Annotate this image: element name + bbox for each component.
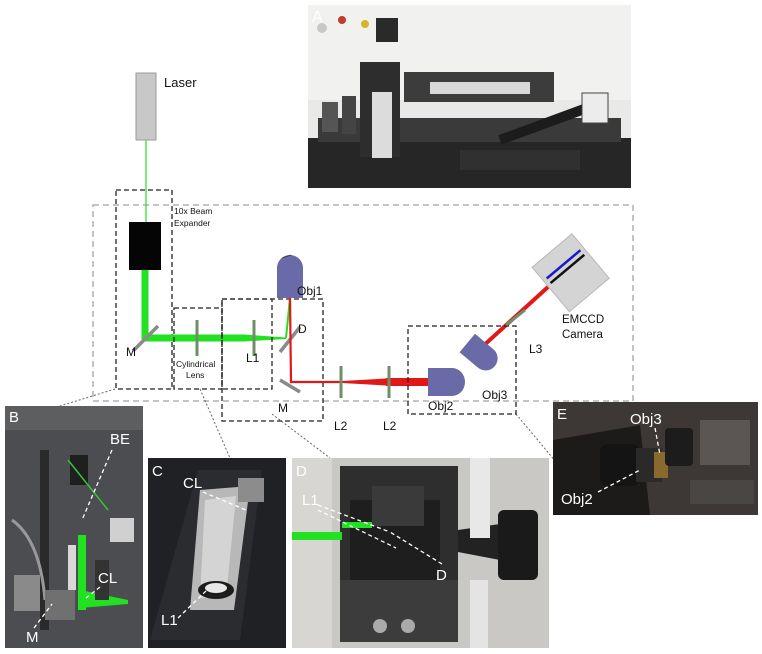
panel-e-letter: E: [557, 406, 567, 423]
obj1-d-m-dashed-box: [221, 298, 324, 422]
cylindrical-lens-label-line2: Lens: [186, 370, 204, 380]
panel-b-be: BE: [110, 431, 130, 448]
panel-e-obj3: Obj3: [630, 411, 662, 428]
emccd-camera: [531, 233, 610, 313]
obj3-label: Obj3: [482, 388, 508, 402]
panel-b-m: M: [26, 629, 39, 646]
photo-panel-c: C CL L1: [148, 458, 286, 648]
green-beam-focus: [244, 334, 286, 342]
panel-a-letter: A: [312, 9, 323, 26]
panel-b-letter: B: [9, 409, 19, 426]
beam-expander-dashed-box: [115, 189, 173, 390]
panel-c-letter: C: [152, 463, 163, 480]
dichroic-label: D: [298, 322, 307, 336]
photo-panel-d: D L1 D: [292, 458, 549, 648]
panel-b-cl: CL: [98, 570, 117, 587]
laser-label: Laser: [164, 75, 197, 90]
beam-expander: [129, 222, 161, 270]
red-beam-path: [288, 297, 342, 384]
excitation-dashed-box: [221, 298, 273, 390]
camera-label-line1: EMCCD: [562, 314, 604, 326]
green-beam-path: [141, 270, 244, 342]
mirror-2-label: M: [278, 401, 288, 415]
lens-l1-label: L1: [246, 351, 260, 365]
laser-source: Laser: [135, 72, 197, 141]
beam-expander-label-line2: Expander: [174, 218, 211, 228]
mirror-1: [131, 324, 160, 353]
mirror-2: [279, 378, 301, 394]
cylindrical-lens-label-line1: Cylindrical: [176, 359, 215, 369]
mirror-1-label: M: [126, 345, 136, 359]
objective-obj2: [428, 368, 465, 396]
obj2-label: Obj2: [428, 399, 454, 413]
camera-label-line2: Camera: [562, 329, 604, 341]
lens-l2-b-label: L2: [383, 419, 397, 433]
photo-panel-e: E Obj3 Obj2: [553, 402, 758, 515]
objective-obj1: [277, 254, 303, 298]
panel-c-l1: L1: [161, 612, 178, 629]
panel-e-obj2: Obj2: [561, 491, 593, 508]
lens-l2-a-label: L2: [334, 419, 348, 433]
objective-obj3: [459, 333, 498, 371]
panel-c-cl: CL: [183, 475, 202, 492]
lens-l3-label: L3: [529, 342, 543, 356]
photo-panel-a: A: [308, 5, 631, 188]
obj1-label: Obj1: [297, 284, 323, 298]
panel-d-letter: D: [296, 463, 307, 480]
red-beam-to-obj2: [386, 378, 428, 386]
panel-d-l1: L1: [302, 492, 319, 509]
overall-dashed-boundary: [92, 204, 634, 402]
beam-expander-label-line1: 10x Beam: [174, 206, 212, 216]
panel-d-d: D: [436, 567, 447, 584]
photo-panel-b: B BE CL M: [5, 406, 143, 648]
detection-dashed-box: [407, 325, 517, 415]
red-beam-expand: [342, 378, 386, 386]
lens-l3: [505, 308, 526, 327]
